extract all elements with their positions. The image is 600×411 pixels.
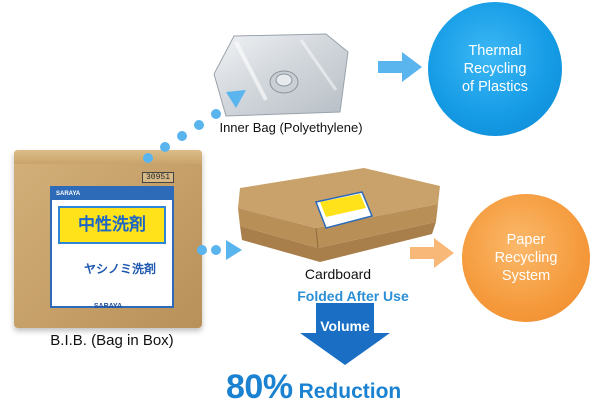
cardboard-caption: Cardboard (304, 266, 372, 282)
diagonal-dotted-arrow-icon (143, 90, 246, 163)
bib-brand-text: SARAYA (52, 188, 172, 200)
bib-subproduct-name: ヤシノミ洗剤 (83, 262, 156, 276)
paper-line-2: Recycling (494, 250, 558, 266)
paper-line-1: Paper (506, 232, 546, 248)
bib-product-code: 30951 (141, 172, 174, 183)
orange-right-arrow-icon (410, 238, 454, 268)
reduction-headline: 80%Reduction (226, 368, 486, 407)
thermal-recycling-circle: Thermal Recycling of Plastics (428, 2, 562, 136)
thermal-line-1: Thermal (468, 43, 522, 59)
cardboard-image (238, 168, 440, 262)
folded-after-use-caption: Folded After Use (297, 288, 409, 304)
inner-bag-image (213, 33, 349, 117)
thermal-line-3: of Plastics (461, 79, 529, 95)
bib-product-name: 中性洗剤 (58, 206, 166, 244)
box-top-edge (14, 150, 202, 164)
bib-caption: B.I.B. (Bag in Box) (50, 332, 174, 349)
paper-line-3: System (501, 268, 551, 284)
bib-footer-brand: SARAYA (93, 303, 123, 310)
reduction-percent: 80% (226, 368, 293, 406)
inner-bag-caption: Inner Bag (Polyethylene) (219, 120, 363, 135)
horizontal-dotted-arrow-icon (197, 240, 242, 260)
thermal-line-2: Recycling (463, 61, 527, 77)
blue-right-arrow-icon (378, 52, 422, 82)
volume-down-arrow-icon (300, 303, 390, 365)
volume-label: Volume (320, 318, 370, 334)
paper-recycling-circle: Paper Recycling System (462, 194, 590, 322)
bib-product-label: SARAYA 中性洗剤 ヤシノミ洗剤 (50, 186, 174, 308)
bib-box-image: 30951 SARAYA 中性洗剤 ヤシノミ洗剤 SARAYA (14, 150, 202, 328)
reduction-text: Reduction (298, 380, 402, 403)
